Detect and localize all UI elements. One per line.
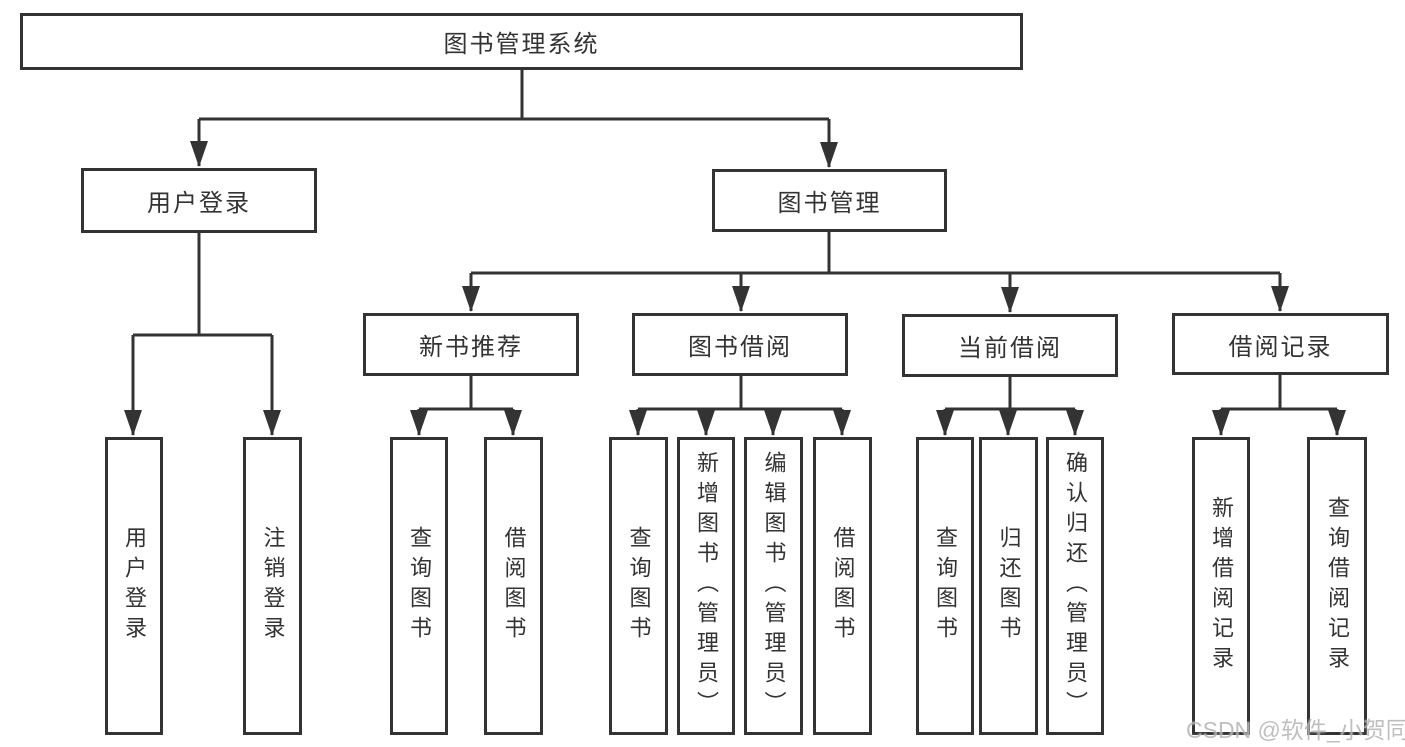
node-borrowing-records-label: 借阅记录 (1228, 333, 1333, 361)
leaf-query-books-current-label: 查询图书 (933, 526, 958, 646)
node-book-management-label: 图书管理 (777, 190, 882, 217)
node-book-management: 图书管理 (712, 169, 947, 232)
connector-trunks (133, 70, 1337, 411)
leaf-query-books-recommend-label: 查询图书 (407, 526, 432, 646)
leaf-edit-book-admin-label: 编辑图书（管理员） (761, 451, 787, 721)
node-root: 图书管理系统 (20, 13, 1023, 70)
node-new-book-recommend: 新书推荐 (363, 313, 579, 376)
leaf-confirm-return-admin-label: 确认归还（管理员） (1063, 451, 1088, 721)
leaf-add-book-admin-label: 新增图书（管理员） (694, 451, 719, 721)
csdn-watermark: CSDN @软件_小贺同学 (1186, 717, 1405, 743)
node-borrowing-records: 借阅记录 (1172, 313, 1389, 375)
leaf-borrow-books-borrowing-label: 借阅图书 (830, 526, 856, 646)
leaf-add-borrow-record-label: 新增借阅记录 (1209, 496, 1234, 676)
leaf-query-borrow-record-label: 查询借阅记录 (1325, 496, 1350, 676)
leaf-user-login: 用户登录 (105, 437, 163, 735)
leaf-query-books-borrowing: 查询图书 (609, 437, 668, 735)
leaf-return-book-label: 归还图书 (996, 526, 1022, 646)
leaf-logout: 注销登录 (243, 437, 302, 735)
leaf-logout-label: 注销登录 (260, 526, 286, 646)
leaf-borrow-books-recommend: 借阅图书 (484, 437, 543, 735)
node-current-borrowing-label: 当前借阅 (958, 335, 1062, 362)
node-user-login-branch-label: 用户登录 (147, 190, 251, 217)
node-book-borrowing-label: 图书借阅 (688, 334, 792, 361)
leaf-user-login-label: 用户登录 (122, 526, 147, 646)
leaf-borrow-books-recommend-label: 借阅图书 (501, 526, 527, 646)
leaf-query-borrow-record: 查询借阅记录 (1307, 437, 1367, 735)
node-book-borrowing: 图书借阅 (632, 313, 848, 376)
leaf-add-borrow-record: 新增借阅记录 (1192, 437, 1250, 735)
leaf-add-book-admin: 新增图书（管理员） (677, 437, 735, 735)
node-root-label: 图书管理系统 (443, 31, 600, 58)
leaf-query-books-borrowing-label: 查询图书 (626, 526, 652, 646)
node-user-login-branch: 用户登录 (81, 168, 317, 233)
leaf-borrow-books-borrowing: 借阅图书 (813, 437, 872, 735)
leaf-confirm-return-admin: 确认归还（管理员） (1046, 437, 1104, 735)
node-new-book-recommend-label: 新书推荐 (419, 334, 523, 361)
leaf-query-books-current: 查询图书 (916, 437, 974, 735)
leaf-edit-book-admin: 编辑图书（管理员） (744, 437, 803, 735)
leaf-return-book: 归还图书 (979, 437, 1038, 735)
node-current-borrowing: 当前借阅 (902, 314, 1118, 377)
leaf-query-books-recommend: 查询图书 (390, 437, 448, 735)
